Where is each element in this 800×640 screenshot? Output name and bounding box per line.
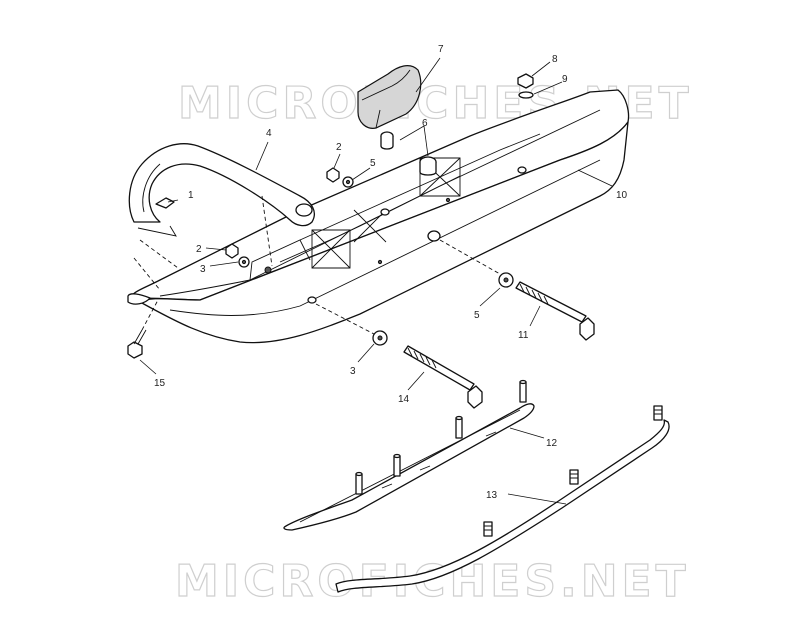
hardware — [127, 73, 534, 359]
ski-body — [127, 89, 630, 344]
bolt-long-lower — [315, 303, 483, 409]
callout-6: 6 — [422, 118, 428, 129]
callout-3-lower: 3 — [350, 366, 356, 377]
callout-9: 9 — [562, 74, 568, 85]
callout-8: 8 — [552, 54, 558, 65]
callout-5-top: 5 — [370, 158, 376, 169]
callout-2-left: 2 — [196, 244, 202, 255]
callout-5-right: 5 — [474, 310, 480, 321]
wear-bar-runner — [335, 405, 670, 593]
callout-10: 10 — [616, 190, 628, 201]
watermark-bottom: MICROFICHES.NET — [175, 556, 690, 607]
callout-3-left: 3 — [200, 264, 206, 275]
callout-15: 15 — [154, 378, 166, 389]
callout-13: 13 — [486, 490, 498, 501]
callout-4: 4 — [266, 128, 272, 139]
callout-7: 7 — [438, 44, 444, 55]
callout-14: 14 — [398, 394, 410, 405]
callout-2-top: 2 — [336, 142, 342, 153]
leader-lines — [139, 57, 613, 505]
wear-bar-carbide — [283, 379, 535, 531]
ski-handle — [128, 143, 315, 291]
callout-12: 12 — [546, 438, 558, 449]
bolt-long-upper — [439, 239, 595, 341]
bumper-block — [357, 65, 422, 129]
callout-1: 1 — [188, 190, 194, 201]
callout-11: 11 — [518, 330, 529, 341]
